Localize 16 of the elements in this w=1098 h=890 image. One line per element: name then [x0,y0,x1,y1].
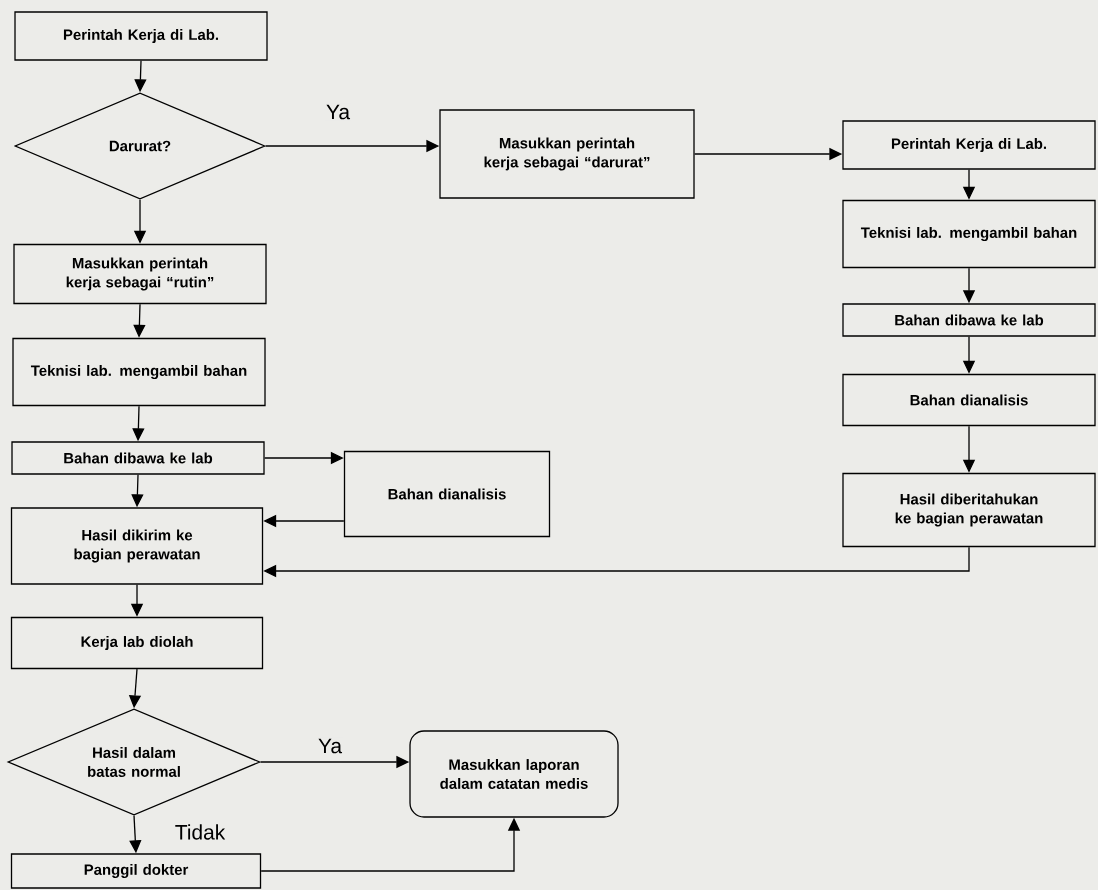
process-box: Masukkan perintah kerja sebagai “darurat” [439,109,695,199]
process-box: Bahan dianalisis [343,450,551,538]
process-box: Teknisi lab. mengambil bahan [12,337,266,407]
process-box: Bahan dianalisis [842,373,1096,427]
process-box: Bahan dibawa ke lab [842,303,1096,337]
process-box: Hasil dikirim ke bagian perawatan [10,507,264,585]
edge-label: Tidak [173,823,227,841]
process-box: Perintah Kerja di Lab. [842,120,1096,170]
process-box: Teknisi lab. mengambil bahan [842,199,1096,269]
process-box: Perintah Kerja di Lab. [14,11,268,61]
terminal-box: Masukkan laporan dalam catatan medis [409,730,619,818]
process-box: Panggil dokter [10,853,262,889]
process-box: Bahan dibawa ke lab [11,441,265,475]
process-box: Masukkan perintah kerja sebagai “rutin” [13,243,267,305]
process-box: Hasil diberitahukan ke bagian perawatan [842,472,1096,548]
process-box: Kerja lab diolah [10,616,264,670]
